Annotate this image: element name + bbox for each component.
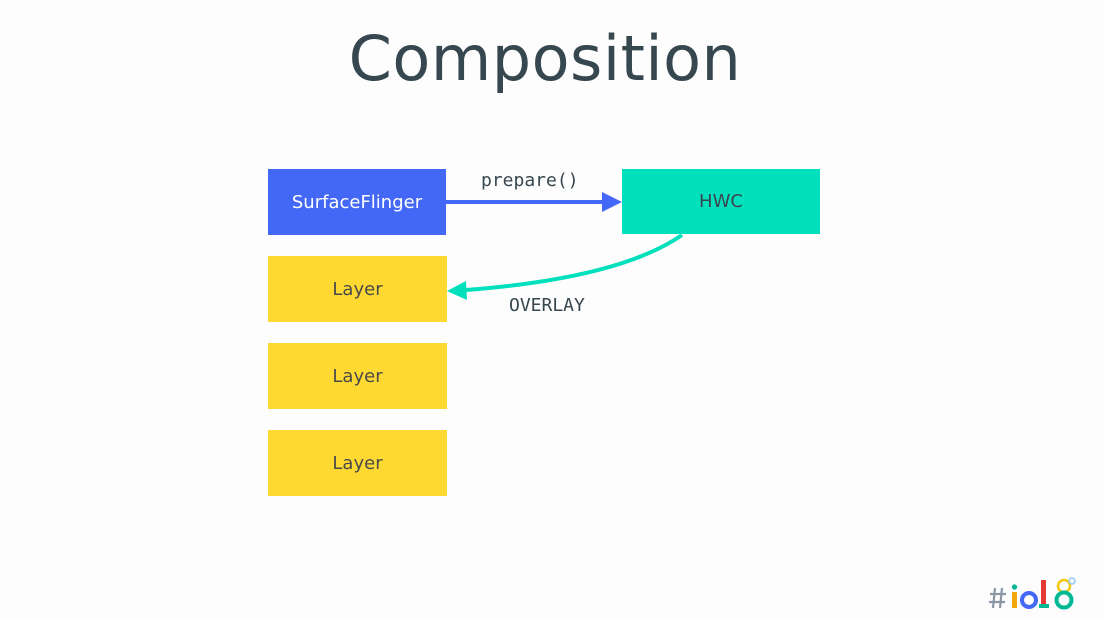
eight-top [1056, 578, 1072, 594]
hwc-box: HWC [622, 169, 820, 234]
overlay-arrow-curve [465, 233, 684, 292]
io18-logo [989, 577, 1076, 610]
prepare-arrow-head [602, 192, 622, 212]
eight-accent [1068, 577, 1076, 585]
hwc-label: HWC [699, 191, 743, 212]
overlay-arrow-head [447, 281, 467, 300]
layer-label: Layer [332, 452, 383, 474]
hash-glyph [989, 587, 1006, 609]
slide-title: Composition [348, 22, 742, 95]
layer-label: Layer [332, 278, 383, 300]
o-ring [1020, 591, 1038, 609]
one-base [1039, 604, 1049, 608]
one-stem [1041, 580, 1046, 608]
i-dot [1011, 584, 1018, 590]
overlay-label: OVERLAY [509, 295, 585, 316]
i-stem [1012, 592, 1017, 608]
surfaceflinger-box: SurfaceFlinger [268, 169, 446, 235]
prepare-label: prepare() [481, 170, 579, 191]
layer-box: Layer [268, 343, 447, 409]
layer-box: Layer [268, 430, 447, 496]
eight-bottom [1054, 590, 1074, 610]
layer-box: Layer [268, 256, 447, 322]
layer-label: Layer [332, 365, 383, 387]
surfaceflinger-label: SurfaceFlinger [291, 191, 423, 213]
